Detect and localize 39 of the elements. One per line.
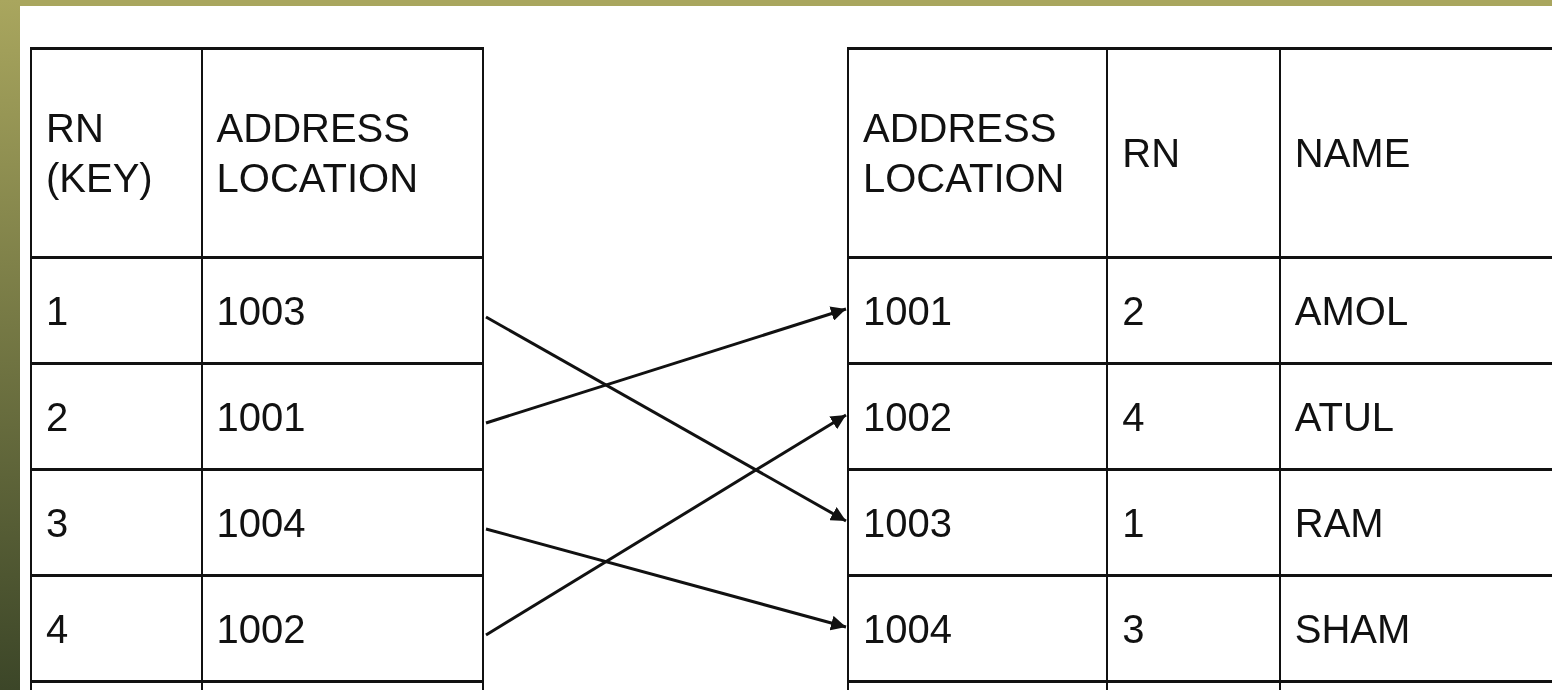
table-cell-text: 1003 (863, 499, 952, 547)
table-cell-text: 1002 (863, 393, 952, 441)
table-cell-text: 1003 (216, 287, 306, 335)
table-row (847, 362, 1552, 468)
table-cell-text: 1004 (863, 605, 952, 653)
table-cell-text: 4 (46, 605, 69, 653)
arrow (485, 527, 847, 631)
table-row (30, 574, 484, 680)
column-header: ADDRESS LOCATION (863, 105, 1066, 202)
table-row (30, 468, 484, 574)
table-row (847, 574, 1552, 680)
arrow (485, 413, 847, 637)
table-header-row (847, 47, 1552, 256)
arrow (485, 315, 847, 523)
table-cell-text: RAM (1294, 499, 1384, 547)
column-header: RN (KEY) (46, 105, 154, 202)
table-cell-text: AMOL (1294, 287, 1409, 335)
table-cell-text: 1004 (216, 499, 306, 547)
table-row (847, 468, 1552, 574)
column-header: ADDRESS LOCATION (216, 105, 420, 202)
table-row (30, 362, 484, 468)
table-header-row (30, 47, 484, 256)
table-cell-text: 4 (1122, 393, 1145, 441)
table-cell-text: 1001 (216, 393, 306, 441)
arrow (485, 306, 847, 425)
table-cell-text: 3 (46, 499, 69, 547)
table-cell-text: 1002 (216, 605, 306, 653)
column-header: NAME (1294, 130, 1411, 177)
table-cell-text: 3 (1122, 605, 1145, 653)
table-row (30, 256, 484, 362)
table-cell-text: 1 (1122, 499, 1145, 547)
column-header: RN (1122, 130, 1181, 177)
table-cell-text: SHAM (1294, 605, 1411, 653)
table-cell-text: 1001 (863, 287, 952, 335)
table-cell-text: 2 (1122, 287, 1145, 335)
table-cell-text: 2 (46, 393, 69, 441)
table-cell-text: ATUL (1294, 393, 1395, 441)
table-row (847, 256, 1552, 362)
table-cell-text: 1 (46, 287, 69, 335)
